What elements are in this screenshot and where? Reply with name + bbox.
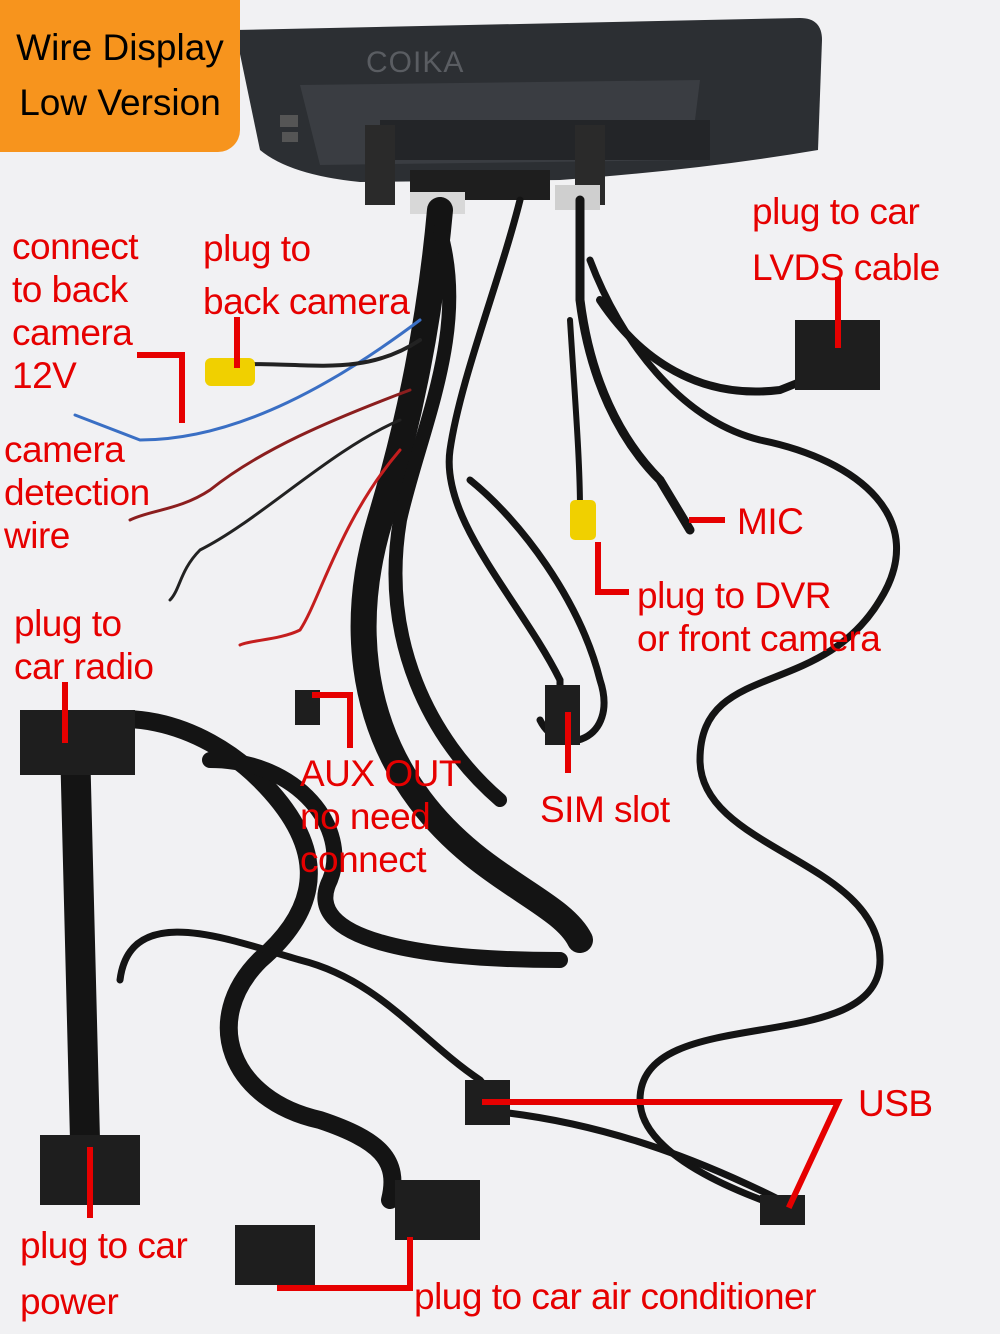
badge-line-2: Low Version: [19, 82, 221, 123]
label-line: plug to car: [20, 1225, 188, 1266]
label-line: to back: [12, 269, 128, 310]
label-line: plug to: [203, 228, 311, 269]
label-line: power: [20, 1281, 119, 1322]
label-line: connect: [300, 839, 427, 880]
label-line: AUX OUT: [300, 753, 461, 794]
label-plug-car-power: plug to car power: [20, 1218, 188, 1330]
label-line: no need: [300, 796, 431, 837]
cables: [51, 195, 901, 1214]
callout-lines: [62, 277, 843, 1291]
label-aux-out: AUX OUT no need connect: [300, 752, 461, 881]
label-mic: MIC: [737, 501, 804, 542]
label-connect-back-camera: connect to back camera 12V: [12, 225, 139, 397]
label-line: LVDS cable: [752, 247, 940, 288]
label-line: plug to DVR: [637, 575, 832, 616]
badge-line-1: Wire Display: [16, 27, 224, 68]
label-line: back camera: [203, 281, 410, 322]
label-sim-slot: SIM slot: [540, 789, 670, 830]
label-line: car radio: [14, 646, 154, 687]
display-unit: [235, 18, 822, 214]
label-line: plug to: [14, 603, 122, 644]
label-line: connect: [12, 226, 139, 267]
label-line: plug to car: [752, 191, 920, 232]
label-plug-dvr: plug to DVR or front camera: [637, 574, 881, 660]
label-plug-air-conditioner: plug to car air conditioner: [414, 1276, 816, 1317]
label-plug-car-radio: plug to car radio: [14, 602, 154, 688]
label-plug-car-lvds: plug to car LVDS cable: [752, 184, 940, 296]
label-line: or front camera: [637, 618, 881, 659]
label-camera-detection: camera detection wire: [4, 428, 150, 557]
label-plug-back-camera: plug to back camera: [203, 222, 410, 328]
label-line: detection: [4, 472, 150, 513]
connectors: [20, 320, 880, 1285]
wire-display-badge: Wire Display Low Version: [0, 0, 240, 152]
label-line: 12V: [12, 355, 77, 396]
label-line: camera: [12, 312, 133, 353]
brand-logo-text: COIKA: [366, 46, 465, 79]
label-usb: USB: [858, 1083, 933, 1124]
label-line: wire: [4, 515, 70, 556]
label-line: camera: [4, 429, 125, 470]
